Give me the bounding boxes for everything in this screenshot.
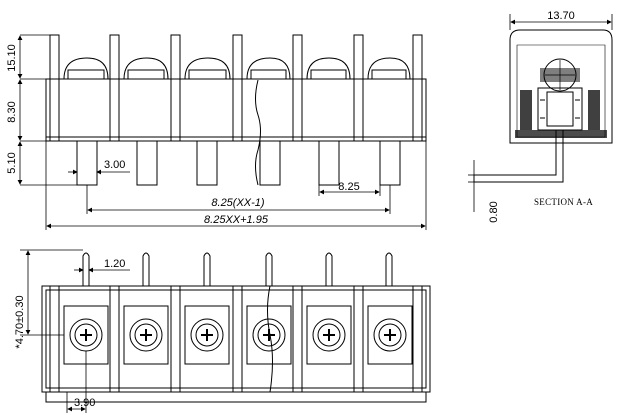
dim-top-pin-thickness: 1.20 xyxy=(104,258,125,270)
dim-pin-width: 3.00 xyxy=(104,159,125,171)
top-pins xyxy=(82,252,393,286)
dim-section-depth: 13.70 xyxy=(547,10,575,22)
front-barriers xyxy=(49,34,423,142)
front-screw-heads xyxy=(63,57,411,80)
top-barriers xyxy=(49,285,423,393)
dim-section-pin-thickness: 0.80 xyxy=(488,201,500,222)
dim-pitch: 8.25 xyxy=(338,181,359,193)
front-dimensions xyxy=(17,34,427,230)
front-pins xyxy=(76,140,401,186)
section-housing xyxy=(509,29,613,144)
top-housing xyxy=(45,289,427,389)
top-dimensions xyxy=(20,249,130,413)
dim-pitch-span: 8.25(XX-1) xyxy=(211,197,265,209)
front-housing xyxy=(45,78,427,142)
dim-height-total: 15.10 xyxy=(6,44,18,72)
dim-overall-length: 8.25XX+1.95 xyxy=(204,214,269,226)
section-dimensions xyxy=(468,14,613,183)
dim-top-row-offset: *4.70±0.30 xyxy=(14,295,26,348)
top-view xyxy=(41,252,431,403)
top-screw-cavities xyxy=(63,305,413,365)
top-break-line xyxy=(267,285,273,393)
section-pin xyxy=(473,130,564,183)
dim-top-edge-offset: 3.90 xyxy=(74,397,95,409)
section-label: SECTION A-A xyxy=(534,197,593,207)
front-break-line xyxy=(255,79,261,186)
dim-height-body: 8.30 xyxy=(6,101,18,122)
section-view xyxy=(473,29,613,212)
dim-pin-length: 5.10 xyxy=(6,152,18,173)
front-view xyxy=(45,34,427,186)
top-screws xyxy=(69,318,407,352)
